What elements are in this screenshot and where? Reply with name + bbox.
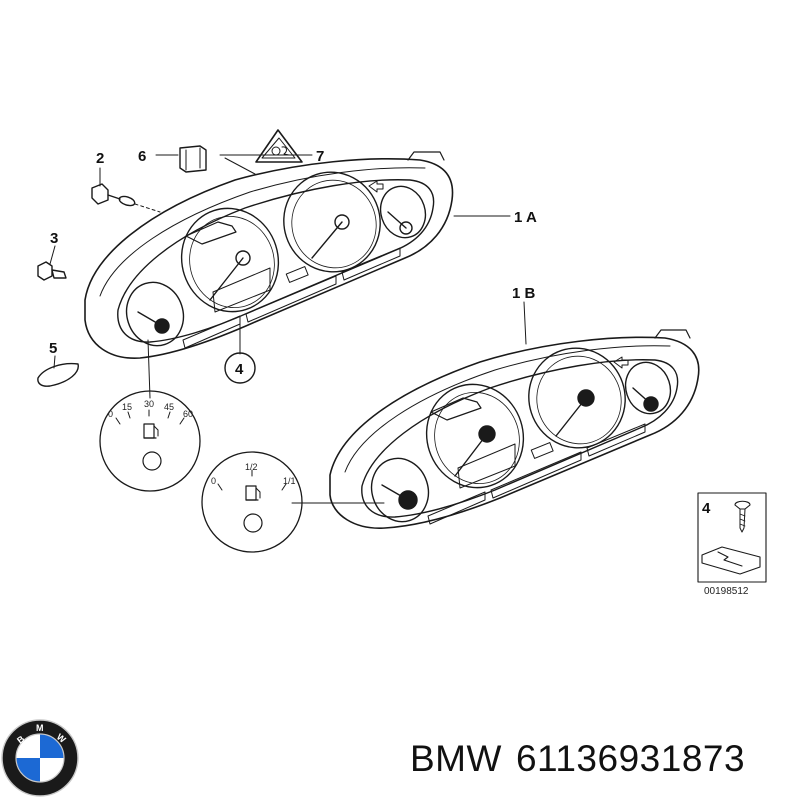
oil-tick-0: 0 [108, 409, 113, 419]
caption-part-number: 61136931873 [515, 738, 746, 779]
reference-number: 00198512 [704, 586, 749, 597]
oil-tick-60: 60 [183, 409, 193, 419]
fuel-tick-full: 1/1 [283, 476, 296, 486]
gasket-part-5 [37, 362, 79, 387]
caption-brand: BMW [410, 738, 502, 779]
oil-tick-15: 15 [122, 402, 132, 412]
fuel-gauge-detail [201, 451, 303, 553]
callout-7: 7 [316, 148, 324, 165]
fuel-tick-half: 1/2 [245, 462, 258, 472]
callout-4: 4 [235, 361, 244, 378]
leader-lines [49, 154, 527, 504]
svg-text:B: B [15, 733, 27, 745]
oil-tick-30: 30 [144, 399, 154, 409]
callout-2: 2 [96, 150, 104, 167]
fuel-tick-0: 0 [211, 476, 216, 486]
bulb-socket-part-2 [91, 183, 161, 213]
instrument-cluster-1b [329, 329, 700, 529]
warning-triangle-part-7 [255, 129, 303, 163]
callout-5: 5 [49, 340, 57, 357]
svg-text:M: M [36, 723, 44, 733]
bulb-socket-part-3 [37, 261, 67, 281]
oil-tick-45: 45 [164, 402, 174, 412]
callout-1a: 1 A [514, 209, 537, 226]
callout-6: 6 [138, 148, 146, 165]
callout-1b: 1 B [512, 285, 536, 302]
instrument-cluster-1a [84, 151, 454, 359]
connector-part-6 [179, 145, 207, 173]
callout-4-circle [224, 352, 256, 384]
bmw-logo: B M W [1, 719, 79, 797]
screw-reference-inset [697, 492, 767, 583]
part-caption: BMW 61136931873 [410, 738, 759, 780]
oil-gauge-detail [99, 390, 201, 492]
inset-callout-4: 4 [702, 500, 711, 517]
callout-3: 3 [50, 230, 58, 247]
